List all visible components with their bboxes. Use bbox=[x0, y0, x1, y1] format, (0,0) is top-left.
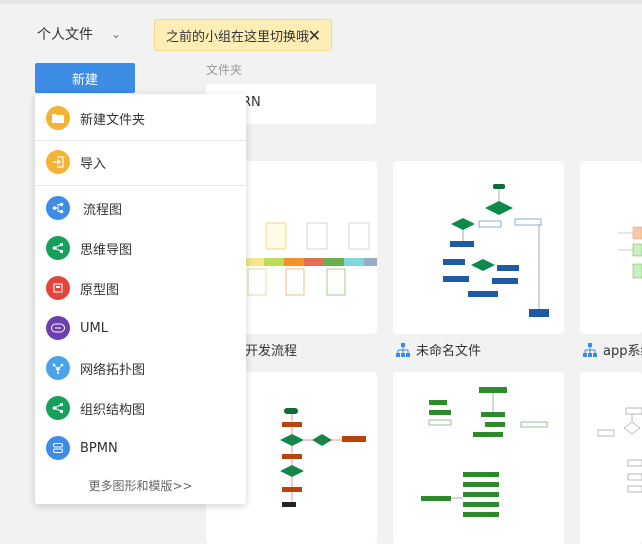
new-menu: 新建文件夹 导入 流程图 思维导图 原型图 UML 网络拓扑图 bbox=[35, 94, 246, 504]
folder-icon bbox=[46, 106, 70, 130]
flowchart-icon bbox=[46, 196, 70, 220]
mindmap-icon bbox=[46, 236, 70, 260]
menu-divider bbox=[35, 140, 246, 141]
file-title[interactable]: 未命名文件 bbox=[396, 340, 481, 359]
prototype-icon bbox=[46, 276, 70, 300]
bpmn-icon bbox=[46, 436, 70, 460]
menu-item-orgchart[interactable]: 组织结构图 bbox=[35, 388, 246, 428]
file-card[interactable] bbox=[580, 372, 642, 544]
tip-banner: 之前的小组在这里切换哦 ✕ bbox=[154, 19, 332, 51]
orgchart-icon bbox=[46, 396, 70, 420]
menu-item-mindmap[interactable]: 思维导图 bbox=[35, 228, 246, 268]
menu-item-network[interactable]: 网络拓扑图 bbox=[35, 348, 246, 388]
uml-icon bbox=[46, 316, 70, 340]
menu-item-import[interactable]: 导入 bbox=[35, 142, 246, 182]
menu-item-label: 流程图 bbox=[83, 202, 123, 218]
file-card[interactable] bbox=[393, 161, 564, 334]
file-title[interactable]: 地开发流程 bbox=[232, 340, 297, 359]
menu-item-label: 原型图 bbox=[80, 282, 120, 298]
menu-item-uml[interactable]: UML bbox=[35, 308, 246, 348]
new-button[interactable]: 新建 bbox=[35, 63, 135, 93]
more-templates-link[interactable]: 更多图形和模版>> bbox=[88, 479, 193, 493]
folder-name: RN bbox=[242, 95, 261, 110]
file-thumbnail bbox=[443, 184, 549, 317]
menu-item-label: 网络拓扑图 bbox=[80, 362, 146, 378]
chevron-down-icon: ⌄ bbox=[111, 27, 122, 41]
file-thumbnail bbox=[421, 387, 548, 517]
file-thumbnail bbox=[618, 226, 642, 279]
file-thumbnail bbox=[280, 408, 366, 507]
network-icon bbox=[46, 356, 70, 380]
flowchart-icon bbox=[396, 342, 410, 357]
close-icon[interactable]: ✕ bbox=[307, 26, 321, 45]
top-border bbox=[0, 0, 642, 4]
menu-item-new-folder[interactable]: 新建文件夹 bbox=[35, 98, 246, 138]
flowchart-icon bbox=[583, 342, 597, 357]
file-thumbnail bbox=[244, 222, 377, 296]
menu-divider bbox=[35, 185, 246, 186]
menu-item-bpmn[interactable]: BPMN bbox=[35, 428, 246, 468]
file-name: 地开发流程 bbox=[232, 344, 298, 359]
tip-text: 之前的小组在这里切换哦 bbox=[166, 29, 310, 45]
menu-item-label: UML bbox=[80, 320, 108, 336]
file-title[interactable]: app系统 bbox=[583, 340, 642, 359]
menu-item-label: 新建文件夹 bbox=[80, 112, 146, 128]
import-icon bbox=[46, 150, 70, 174]
menu-item-label: 组织结构图 bbox=[80, 402, 146, 418]
menu-item-flowchart[interactable]: 流程图 bbox=[35, 188, 246, 228]
menu-item-prototype[interactable]: 原型图 bbox=[35, 268, 246, 308]
file-thumbnail bbox=[597, 407, 642, 493]
space-selector[interactable]: 个人文件 ⌄ bbox=[37, 24, 121, 44]
menu-item-label: 思维导图 bbox=[80, 242, 133, 258]
file-card[interactable] bbox=[580, 161, 642, 334]
file-name: app系统 bbox=[603, 344, 642, 359]
menu-item-label: 导入 bbox=[80, 156, 107, 172]
space-selector-label: 个人文件 bbox=[37, 27, 93, 43]
folder-section-label: 文件夹 bbox=[206, 63, 243, 77]
file-name: 未命名文件 bbox=[416, 344, 482, 359]
menu-item-label: BPMN bbox=[80, 440, 118, 456]
file-card[interactable] bbox=[393, 372, 564, 544]
